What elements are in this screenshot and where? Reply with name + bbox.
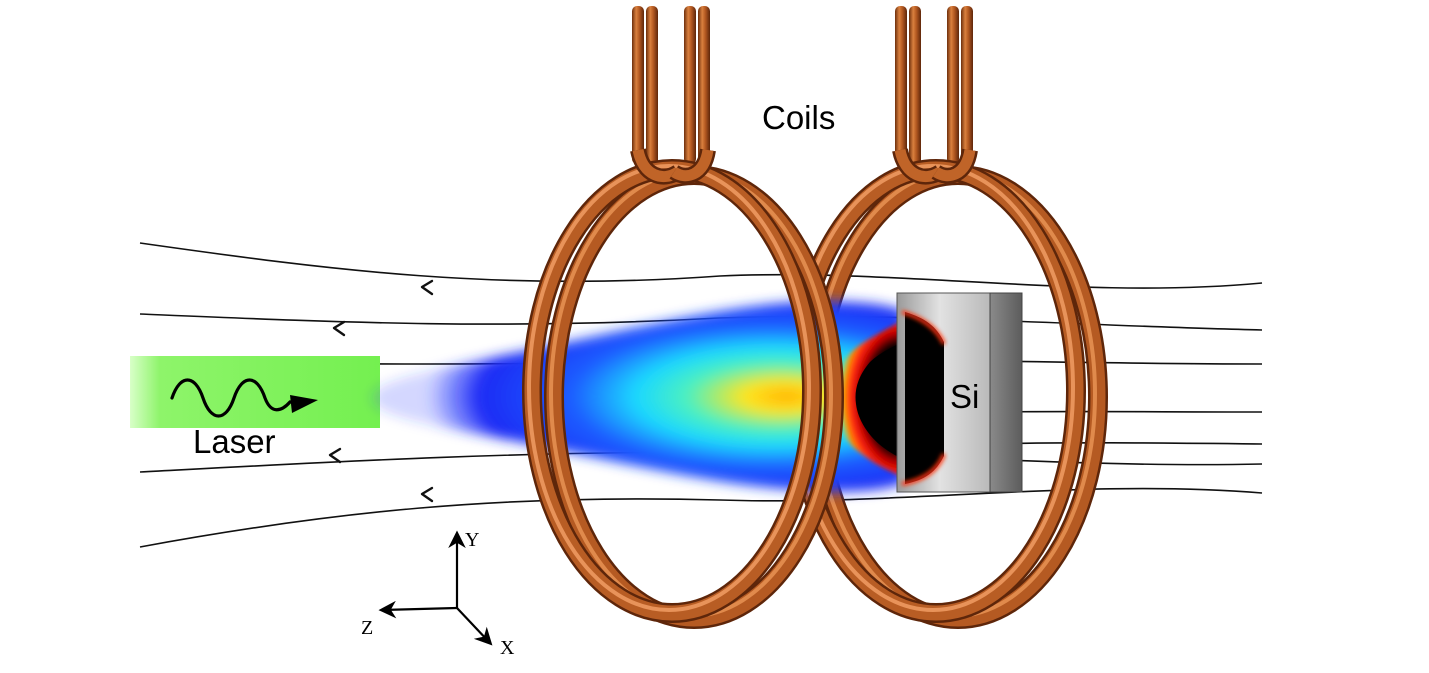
laser-label: Laser: [193, 423, 276, 460]
coil-leads: [632, 6, 973, 168]
axis-triad: [378, 530, 493, 646]
wave-arrow-icon: [170, 378, 318, 418]
left-arrowhead-icon: [328, 447, 342, 464]
axis-x-label: X: [500, 637, 515, 659]
coils-label: Coils: [762, 99, 835, 136]
field-line-7: [139, 487, 1263, 548]
field-direction-arrows: [328, 279, 434, 503]
axis-z-line: [378, 600, 458, 619]
plume-front-edge: [905, 312, 944, 484]
laser-beam: [130, 356, 380, 428]
coil-left: [522, 147, 844, 629]
axis-y-label: Y: [465, 529, 479, 551]
left-arrowhead-icon: [420, 486, 434, 503]
axis-z-label: Z: [361, 617, 373, 639]
left-arrowhead-icon: [420, 279, 434, 296]
plasma-plume: [372, 301, 945, 492]
left-arrowhead-icon: [332, 320, 346, 337]
axis-x-line: [456, 607, 493, 646]
field-line-1: [139, 242, 1263, 289]
plume-front-edge-glow: [901, 310, 946, 486]
target-label: Si: [950, 378, 979, 415]
